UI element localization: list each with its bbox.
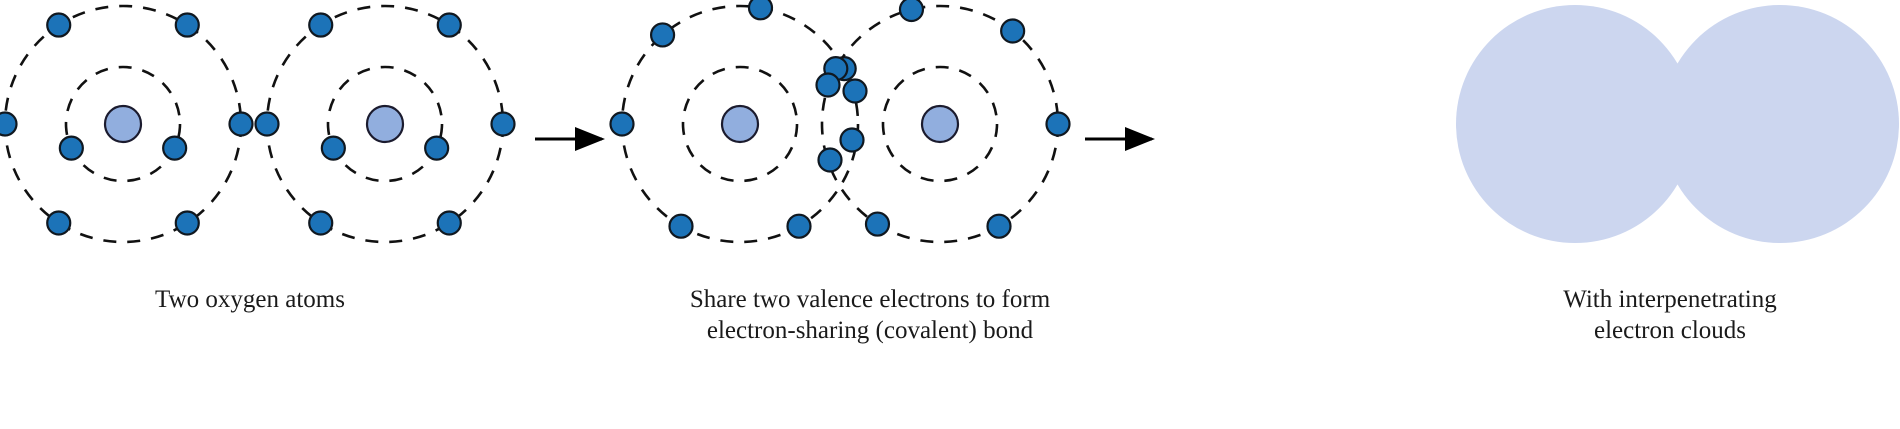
oxygen-atom-bonded-right (820, 0, 1071, 244)
oxygen-atom-bonded-right-outer-electron-2 (1000, 18, 1026, 44)
shared-electron-lower-left (817, 147, 843, 173)
oxygen-atom-left-outer-electron-6 (46, 210, 72, 236)
electron-cloud-left (1456, 5, 1694, 243)
oxygen-atom-bonded-right-nucleus (920, 104, 960, 144)
oxygen-atom-bonded-right-outer-electron-6 (986, 213, 1012, 239)
shared-electron-lower-right (839, 127, 865, 153)
shared-electron-upper-left (815, 72, 841, 98)
oxygen-atom-right-inner-shell (326, 65, 444, 183)
caption-interpenetrating-clouds: With interpenetrating electron clouds (1563, 286, 1777, 344)
oxygen-atom-bonded-left (609, 0, 860, 244)
oxygen-atom-bonded-left-outer-electron-2 (649, 22, 676, 48)
oxygen-atom-bonded-right-inner-shell (881, 65, 999, 183)
oxygen-atom-bonded-left-outer-electron-5 (786, 213, 812, 239)
oxygen-atom-left-inner-electron-1 (58, 135, 84, 161)
oxygen-atom-right-outer-electron-5 (436, 210, 462, 236)
oxygen-atom-left-inner-electron-2 (162, 135, 188, 161)
oxygen-atom-bonded-right-outer-electron-1 (1045, 111, 1071, 137)
oxygen-atom-right-outer-electron-2 (308, 12, 334, 38)
oxygen-atom-bonded-left-outer-electron-3 (747, 0, 774, 21)
oxygen-atom-left (0, 4, 254, 244)
oxygen-atom-bonded-left-inner-shell (681, 65, 799, 183)
oxygen-atom-left-outer-electron-3 (174, 12, 200, 38)
oxygen-atom-left-nucleus (103, 104, 143, 144)
oxygen-atom-left-outer-electron-2 (46, 12, 72, 38)
caption-two-oxygen-atoms: Two oxygen atoms (155, 286, 345, 313)
oxygen-atom-right-inner-electron-1 (320, 135, 346, 161)
oxygen-atom-left-inner-shell (64, 65, 182, 183)
oxygen-atom-right-outer-electron-3 (436, 12, 462, 38)
oxygen-atom-bonded-right-outer-electron-3 (898, 0, 925, 23)
oxygen-atom-left-outer-electron-5 (174, 210, 200, 236)
oxygen-atom-bonded-left-nucleus (720, 104, 760, 144)
oxygen-atom-left-outer-electron-4 (228, 111, 254, 137)
electron-cloud-right (1661, 5, 1899, 243)
oxygen-atom-right-outer-electron-4 (490, 111, 516, 137)
panel-shared-electrons (609, 0, 1071, 244)
oxygen-atom-bonded-left-outer-electron-6 (668, 213, 694, 239)
oxygen-atom-right (254, 4, 516, 244)
generated-diagram-content (0, 0, 1899, 244)
panel-electron-clouds (1456, 5, 1899, 243)
oxygen-atom-left-outer-electron-1 (0, 111, 18, 137)
oxygen-atom-right-inner-electron-2 (424, 135, 450, 161)
oxygen-atom-right-outer-electron-1 (254, 111, 280, 137)
oxygen-atom-bonded-right-outer-electron-5 (864, 211, 891, 237)
oxygen-atom-right-nucleus (365, 104, 405, 144)
panel-separate-atoms (0, 4, 516, 244)
shared-electron-upper-right (842, 78, 868, 104)
caption-share-valence-electrons: Share two valence electrons to form elec… (689, 286, 1051, 344)
oxygen-atom-bonded-left-outer-electron-1 (609, 111, 635, 137)
oxygen-atom-right-outer-electron-6 (308, 210, 334, 236)
